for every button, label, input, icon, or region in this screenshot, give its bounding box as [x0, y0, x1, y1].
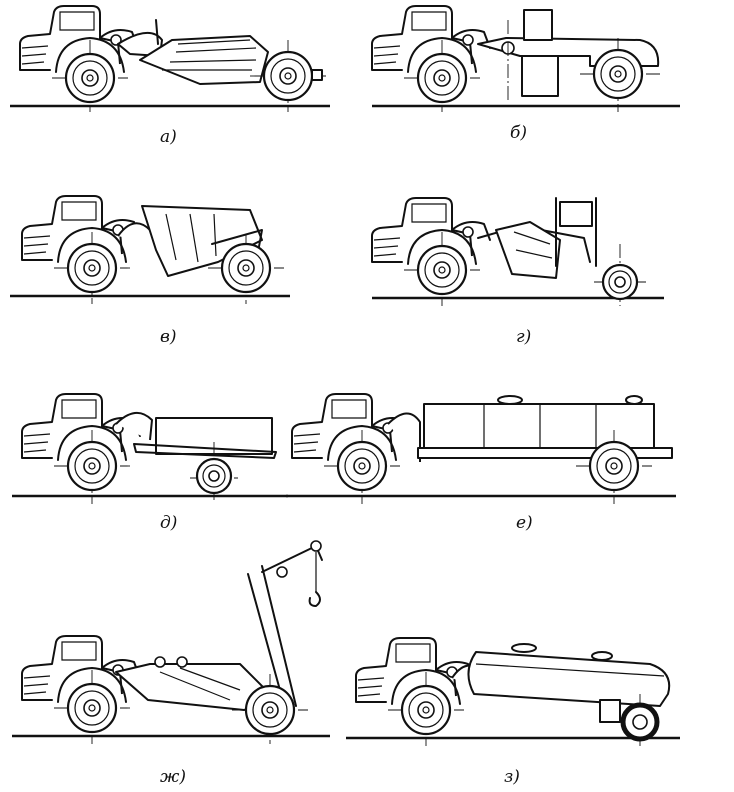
upper-box [523, 9, 553, 41]
front-wheel [66, 682, 118, 734]
tailgate [211, 229, 263, 253]
rear-wheel [601, 263, 639, 301]
tank-support [599, 699, 621, 723]
front-wheel [400, 684, 452, 736]
body-panels [483, 404, 597, 448]
chassis-rail [417, 447, 673, 459]
frame-ribs [513, 231, 553, 259]
rear-wheel [220, 242, 272, 294]
rear-wheel [592, 48, 644, 100]
lever [155, 19, 159, 45]
rear-wheel [262, 50, 314, 102]
panel-zh: ж) [12, 540, 330, 787]
panel-label-zh: ж) [160, 767, 186, 787]
gooseneck [387, 412, 421, 462]
panel-a: а) [10, 5, 330, 147]
panel-e: е) [286, 393, 676, 533]
tank-barrel [467, 651, 671, 707]
panel-b: б) [371, 5, 680, 143]
panel-d: д) [12, 393, 288, 533]
rear-hitch [311, 69, 323, 81]
jib-sheave [310, 540, 322, 552]
long-body [423, 403, 655, 449]
panel-g: г) [371, 197, 664, 347]
pulley [176, 656, 188, 668]
trailer-wheel [195, 457, 233, 495]
panel-label-g: г) [516, 327, 531, 347]
pulley [154, 656, 166, 668]
body-ribs [165, 213, 217, 263]
hatch [625, 395, 643, 405]
front-wheel [66, 242, 118, 294]
hatch [497, 395, 523, 405]
panel-label-v: в) [160, 327, 177, 347]
rear-wheel [244, 684, 296, 736]
gooseneck [115, 412, 153, 441]
tank-seam [475, 663, 665, 677]
tank-box [559, 201, 593, 227]
panel-v: в) [10, 195, 290, 347]
front-wheel [66, 440, 118, 492]
tank-hatch [511, 643, 537, 653]
blade-plate [521, 55, 559, 97]
front-wheel [336, 440, 388, 492]
blade-frame [495, 221, 561, 279]
hook [308, 591, 321, 607]
platform-frame [133, 443, 277, 459]
panel-label-d: д) [160, 513, 177, 533]
wheel-hub [632, 714, 648, 730]
panel-label-a: а) [160, 127, 177, 147]
rear-wheel [588, 440, 640, 492]
tank-hatch [591, 651, 613, 661]
dump-body [141, 205, 263, 277]
panel-z: з) [346, 637, 680, 787]
front-wheel [64, 52, 116, 104]
posts [555, 197, 597, 267]
front-wheel [416, 52, 468, 104]
panel-label-e: е) [516, 513, 533, 533]
sheave [276, 566, 288, 578]
front-wheel [416, 244, 468, 296]
panel-label-b: б) [510, 123, 527, 143]
panel-label-z: з) [504, 767, 520, 787]
scraper-bowl [139, 35, 269, 85]
frame-braces [159, 667, 241, 701]
bowl-ribs [162, 39, 257, 71]
